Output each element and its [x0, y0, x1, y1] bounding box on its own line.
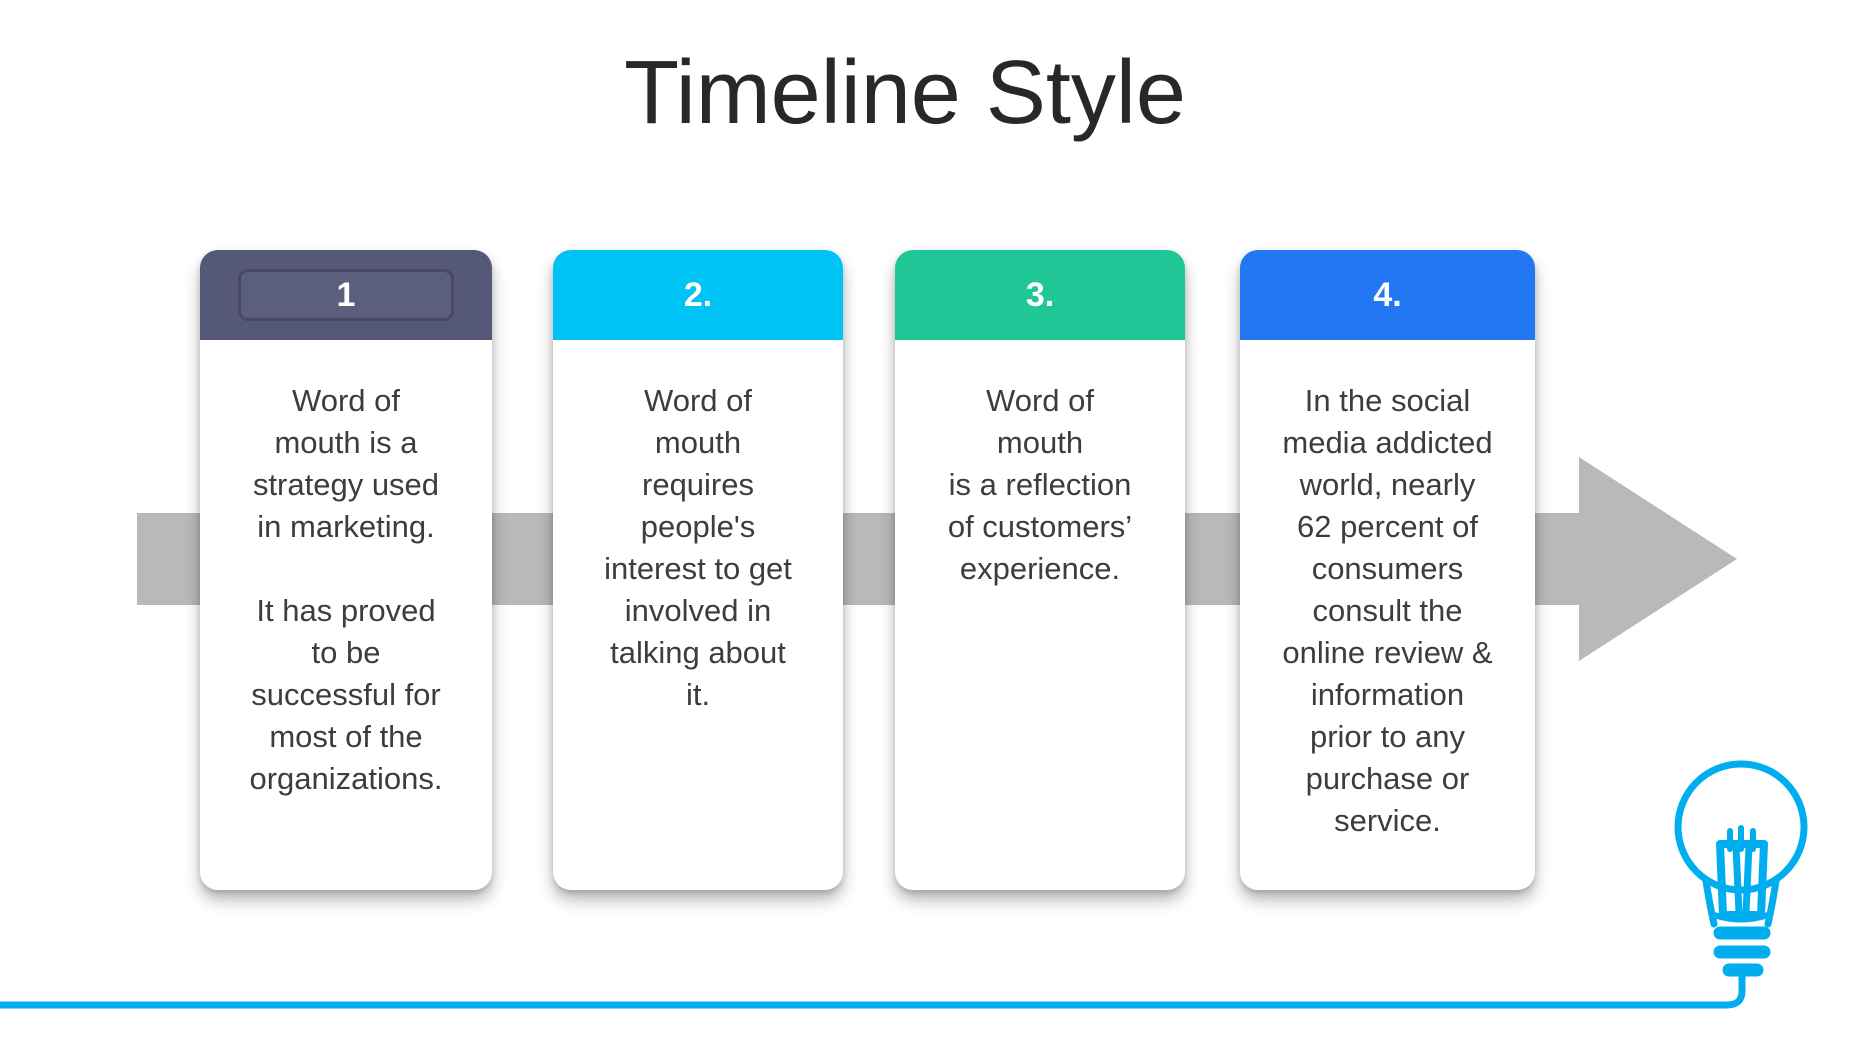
card-4-header: 4.: [1240, 250, 1535, 340]
card-4-text: In the social media addicted world, near…: [1282, 383, 1493, 838]
card-3-number: 3.: [1025, 275, 1055, 314]
page-title: Timeline Style: [624, 43, 1186, 143]
bottom-accent-line: [0, 970, 1746, 1009]
timeline-card-1: 1 Word of mouth is a strategy used in ma…: [200, 250, 492, 890]
card-1-number-box: 1: [238, 269, 454, 321]
timeline-card-2: 2. Word of mouth requires people's inter…: [553, 250, 843, 890]
card-3-header: 3.: [895, 250, 1185, 340]
card-3-text: Word of mouth is a reflection of custome…: [947, 383, 1133, 586]
card-4-number: 4.: [1373, 275, 1402, 314]
card-1-text: Word of mouth is a strategy used in mark…: [249, 383, 443, 796]
timeline-card-4: 4. In the social media addicted world, n…: [1240, 250, 1535, 890]
timeline-card-3: 3. Word of mouth is a reflection of cust…: [895, 250, 1185, 890]
card-1-number: 1: [336, 275, 356, 314]
card-2-text: Word of mouth requires people's interest…: [604, 383, 792, 712]
card-2-number: 2.: [683, 275, 713, 314]
card-1-header: 1: [200, 250, 492, 340]
card-2-header: 2.: [553, 250, 843, 340]
timeline-arrow-head-icon: [1579, 457, 1737, 661]
